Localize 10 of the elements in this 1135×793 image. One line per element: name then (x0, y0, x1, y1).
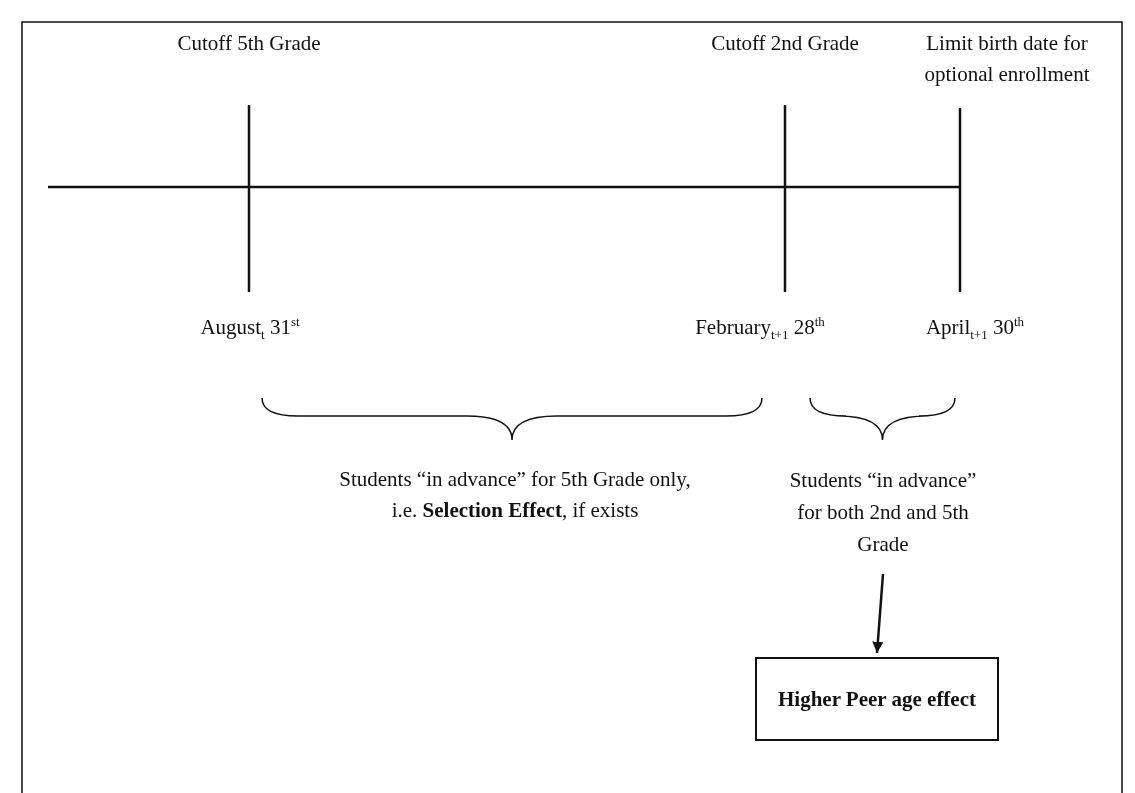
selection-effect-note: Students “in advance” for 5th Grade only, i.e. Selection Effect, if exists (338, 466, 692, 524)
cutoff-label: Cutoff 2nd Grade (710, 30, 860, 57)
cutoff-label: Cutoff 5th Grade (176, 30, 322, 57)
arrow (872, 573, 885, 654)
limit-label: Limit birth date for optional enrollment (923, 30, 1091, 88)
date-label: February$_{t+1}$ 28$^{th}$ (694, 313, 826, 343)
effect-box: Higher Peer age effect (755, 657, 999, 741)
date-label: August$_{t}$ 31$^{st}$ (199, 313, 301, 343)
advance-note: Students “in advance” for both 2nd and 5th Grade (783, 464, 983, 560)
date-label: April$_{t+1}$ 30$^{th}$ (924, 313, 1026, 343)
